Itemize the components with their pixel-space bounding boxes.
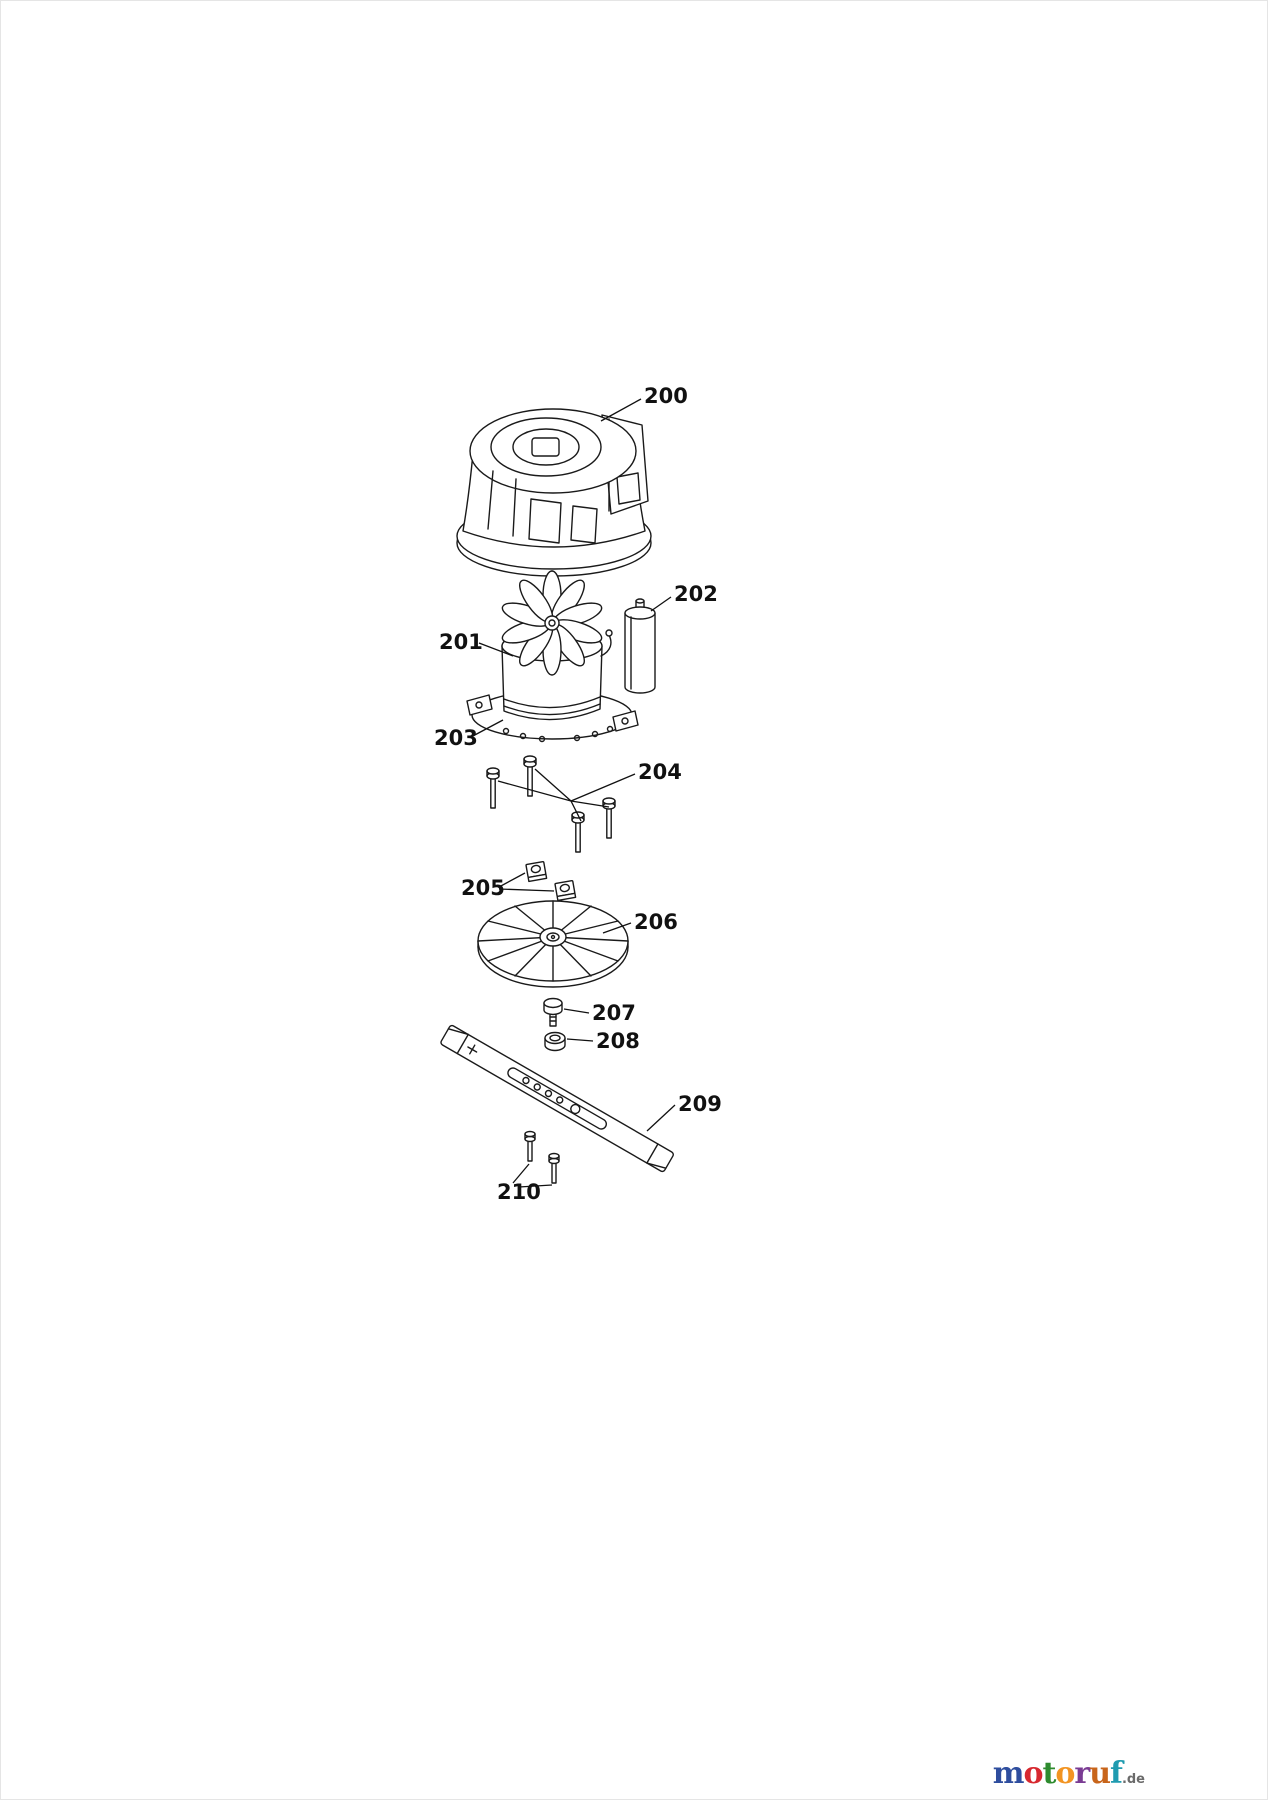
bolt-207-drawing (543, 997, 563, 1027)
blade-drawing (440, 1024, 674, 1173)
logo-letter-t: t (1042, 1756, 1057, 1791)
logo-letter-r: r (1074, 1756, 1090, 1791)
logo-letter-m: m (992, 1756, 1025, 1791)
ring-208-drawing (544, 1031, 566, 1052)
part-labels: 200 202 201 203 204 205 206 207 208 209 … (434, 384, 722, 1204)
fan-wheel-drawing (477, 900, 629, 988)
motor-cover-drawing (456, 408, 652, 577)
logo-letter-u: u (1089, 1756, 1111, 1791)
part-label-207: 207 (592, 1001, 636, 1025)
logo-letter-o1: o (1023, 1756, 1044, 1791)
logo-letter-f: f (1110, 1756, 1123, 1791)
part-label-210: 210 (497, 1180, 541, 1204)
part-label-206: 206 (634, 910, 678, 934)
logo-letter-o2: o (1055, 1756, 1075, 1791)
part-label-204: 204 (638, 760, 682, 784)
motoruf-logo[interactable]: motoruf.de (993, 1756, 1145, 1791)
logo-suffix: .de (1121, 1772, 1145, 1787)
part-label-205: 205 (461, 876, 505, 900)
square-nuts-drawing (525, 861, 577, 902)
part-label-201: 201 (439, 630, 483, 654)
part-label-208: 208 (596, 1029, 640, 1053)
screws-204-drawing (486, 755, 616, 853)
electric-motor-drawing (501, 570, 613, 721)
leader-lines (470, 398, 676, 1188)
part-label-209: 209 (678, 1092, 722, 1116)
part-label-203: 203 (434, 726, 478, 750)
capacitor-drawing (624, 598, 656, 694)
part-label-200: 200 (644, 384, 688, 408)
screws-210-drawing (524, 1130, 560, 1184)
part-label-202: 202 (674, 582, 718, 606)
